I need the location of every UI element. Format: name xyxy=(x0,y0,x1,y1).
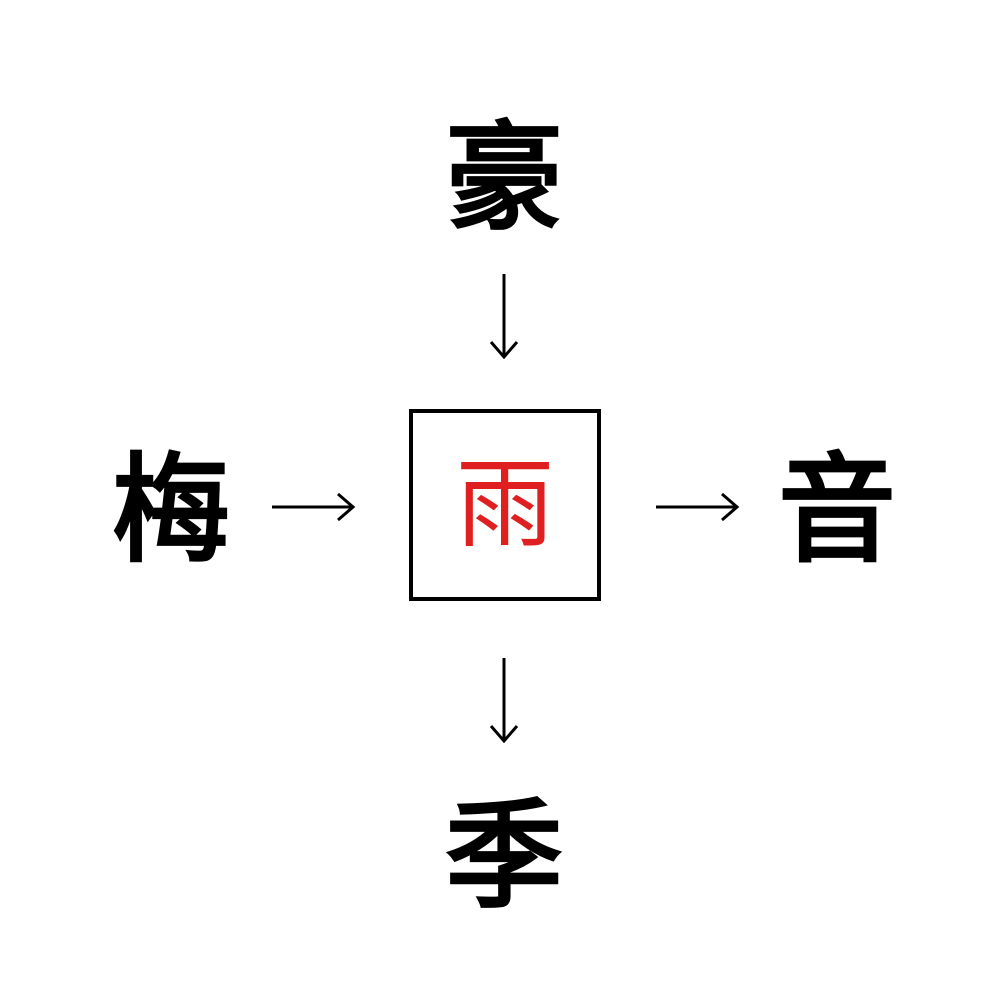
kanji-top: 豪 xyxy=(444,109,563,247)
answer-box: 雨 xyxy=(409,409,601,601)
down-arrow-icon xyxy=(489,656,519,746)
kanji-right: 音 xyxy=(777,441,896,579)
kanji-bottom: 季 xyxy=(444,787,563,925)
down-arrow-icon xyxy=(489,272,519,362)
answer-kanji: 雨 xyxy=(455,448,554,562)
kanji-left: 梅 xyxy=(111,441,230,579)
right-arrow-icon xyxy=(654,492,740,522)
right-arrow-icon xyxy=(270,492,356,522)
